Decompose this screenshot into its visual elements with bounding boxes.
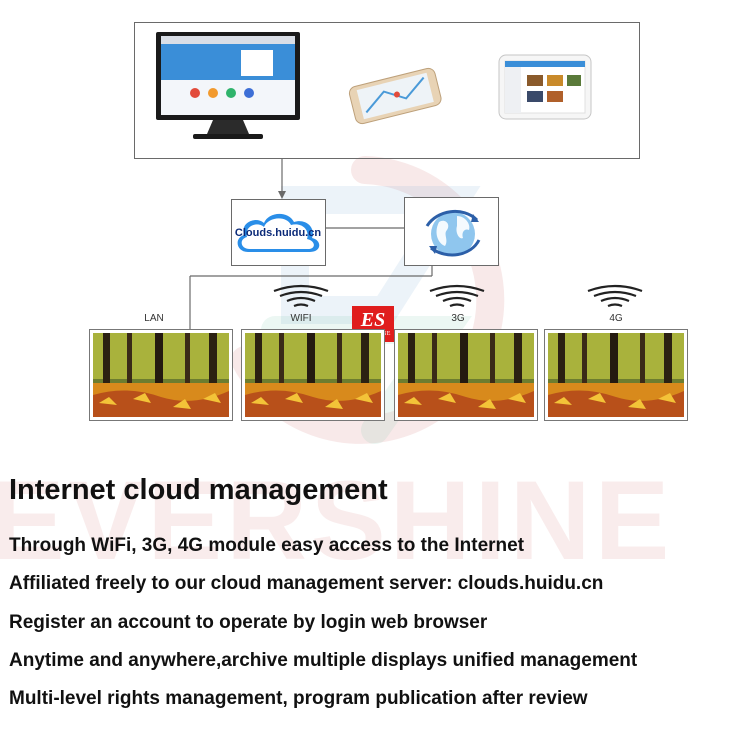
wireless-signal-icon xyxy=(587,284,643,308)
led-display-icon xyxy=(398,333,534,417)
led-display-3g xyxy=(394,329,538,421)
smartphone-icon xyxy=(348,67,442,125)
cloud-server-node: Clouds.huidu.cn xyxy=(231,199,326,266)
connection-label-3g: 3G xyxy=(451,313,465,324)
tablet-icon xyxy=(498,54,592,120)
wireless-signal-icon xyxy=(273,284,329,308)
cloud-icon xyxy=(237,213,320,252)
network-connector-lines xyxy=(189,159,433,329)
desktop-monitor-icon xyxy=(156,32,300,139)
connection-label-wifi: WIFI xyxy=(290,313,312,324)
cloud-server-label: Clouds.huidu.cn xyxy=(234,227,322,239)
led-display-wifi xyxy=(241,329,385,421)
feature-headline: Internet cloud management xyxy=(9,474,388,506)
led-display-icon xyxy=(245,333,381,417)
brand-logo-mark: ES xyxy=(360,309,386,331)
wireless-signal-icon xyxy=(429,284,485,308)
feature-line: Affiliated freely to our cloud managemen… xyxy=(9,573,604,594)
feature-line: Register an account to operate by login … xyxy=(9,612,488,633)
connection-label-4g: 4G xyxy=(609,313,623,324)
internet-node xyxy=(404,197,499,266)
feature-line: Anytime and anywhere,archive multiple di… xyxy=(9,650,638,671)
led-display-4g xyxy=(544,329,688,421)
led-display-icon xyxy=(548,333,684,417)
globe-icon xyxy=(425,209,481,257)
led-display-icon xyxy=(93,333,229,417)
client-devices-panel xyxy=(134,22,640,159)
connection-label-lan: LAN xyxy=(144,313,164,324)
led-display-lan xyxy=(89,329,233,421)
feature-line: Through WiFi, 3G, 4G module easy access … xyxy=(9,535,525,556)
watermark-text: EVERSHINE xyxy=(0,458,674,583)
feature-line: Multi-level rights management, program p… xyxy=(9,688,588,709)
